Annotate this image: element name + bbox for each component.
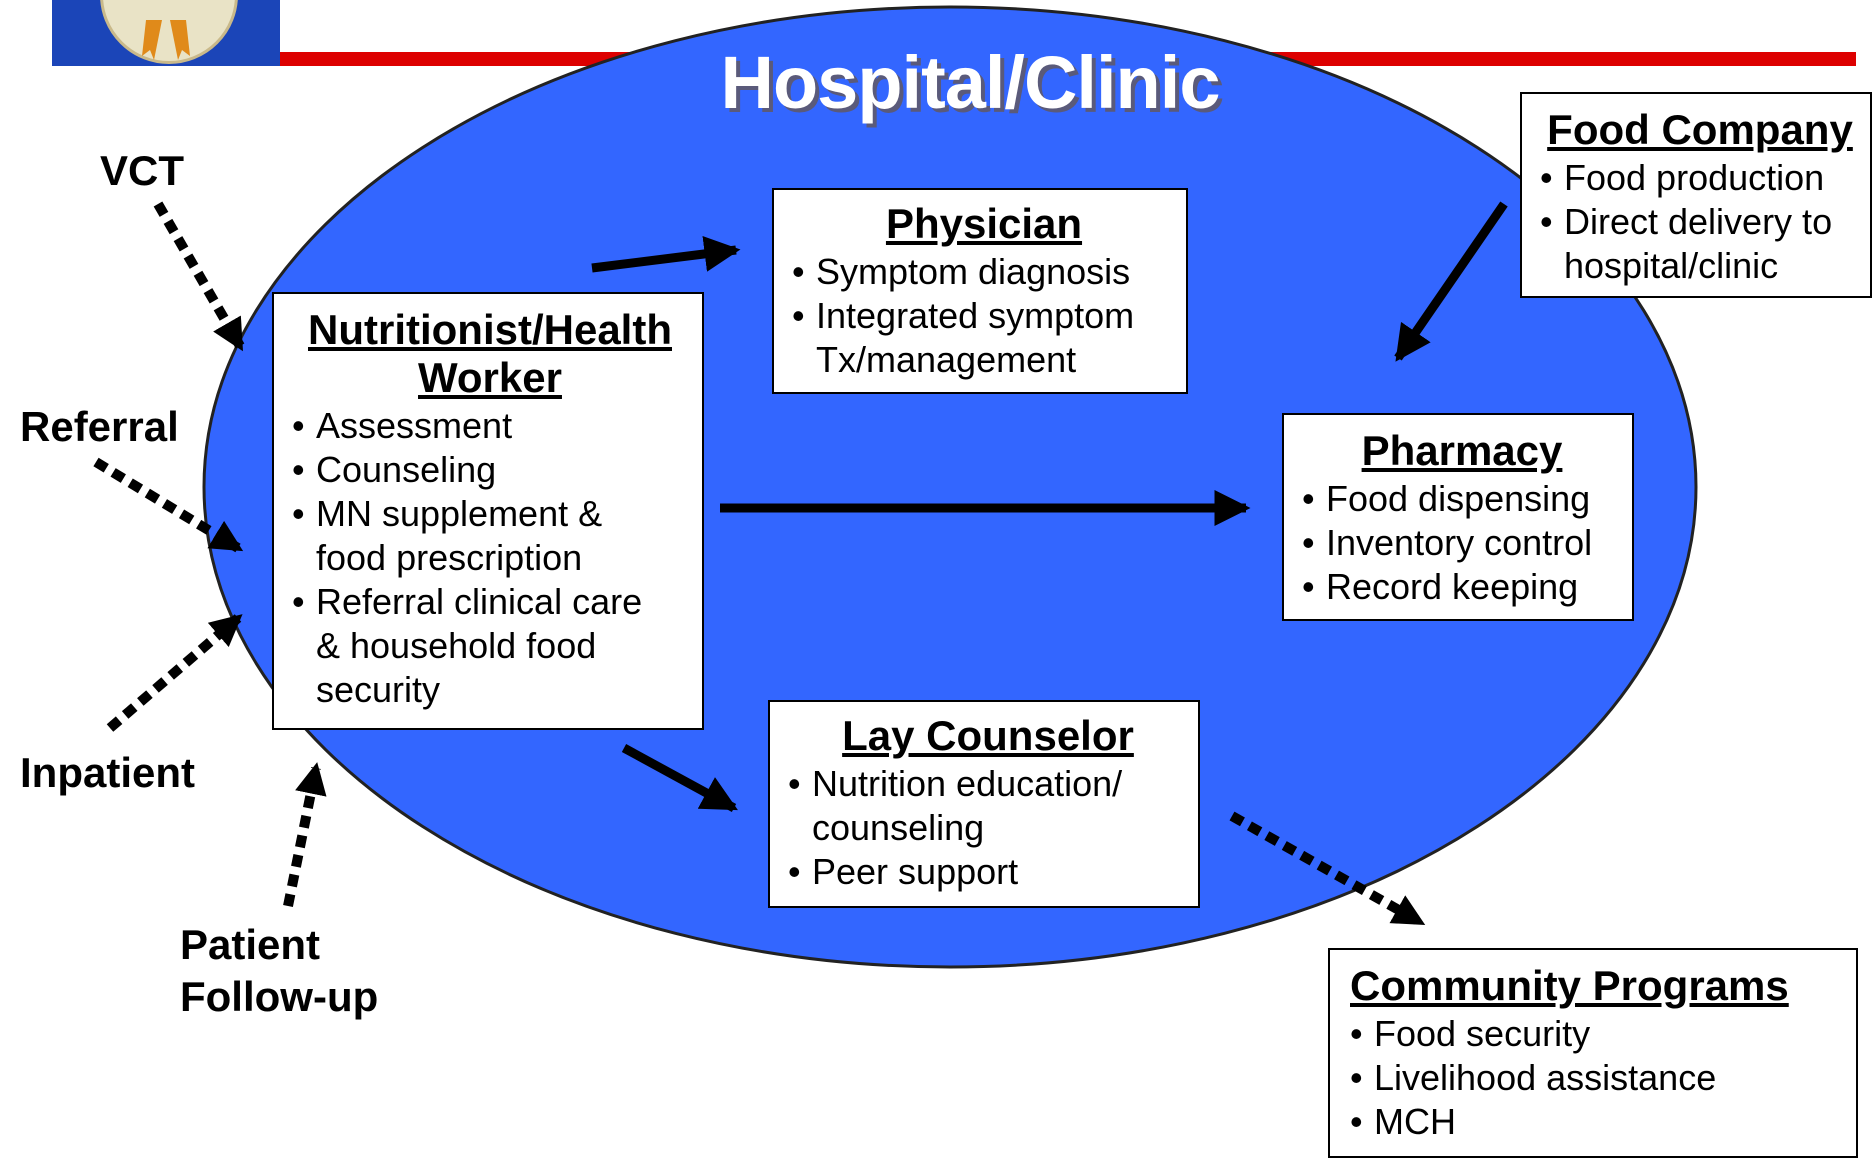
nutritionist-item: Referral clinical care & household food …: [292, 580, 676, 712]
nutritionist-box: Nutritionist/Health Worker Assessment Co…: [272, 292, 704, 730]
food-company-item: Food production: [1540, 156, 1860, 200]
community-programs-item: MCH: [1350, 1100, 1846, 1144]
community-programs-list: Food security Livelihood assistance MCH: [1350, 1012, 1846, 1144]
vct-label: VCT: [100, 147, 184, 194]
nutritionist-item: Counseling: [292, 448, 688, 492]
physician-item: Symptom diagnosis: [792, 250, 1176, 294]
community-programs-item: Livelihood assistance: [1350, 1056, 1846, 1100]
logo: [52, 0, 280, 66]
lay-counselor-box: Lay Counselor Nutrition education/ couns…: [768, 700, 1200, 908]
physician-item: Integrated symptom Tx/management: [792, 294, 1156, 382]
lay-counselor-list: Nutrition education/ counseling Peer sup…: [788, 762, 1188, 894]
food-company-title: Food Company: [1547, 106, 1853, 153]
pharmacy-list: Food dispensing Inventory control Record…: [1302, 477, 1622, 609]
physician-title: Physician: [885, 200, 1083, 247]
community-programs-title: Community Programs: [1350, 962, 1789, 1009]
patient-follow-up-label-line2: Follow-up: [180, 973, 379, 1020]
pharmacy-box: Pharmacy Food dispensing Inventory contr…: [1282, 413, 1634, 621]
inpatient-label: Inpatient: [20, 749, 195, 796]
community-programs-item: Food security: [1350, 1012, 1846, 1056]
pharmacy-title: Pharmacy: [1361, 427, 1563, 474]
physician-box: Physician Symptom diagnosis Integrated s…: [772, 188, 1188, 394]
pharmacy-item: Record keeping: [1302, 565, 1622, 609]
nutritionist-item: MN supplement & food prescription: [292, 492, 616, 580]
logo-ribbon-icon: [142, 20, 190, 60]
pharmacy-item: Food dispensing: [1302, 477, 1622, 521]
lay-counselor-item: Nutrition education/ counseling: [788, 762, 1152, 850]
nutritionist-title-line1: Nutritionist/Health: [308, 306, 672, 353]
nutritionist-title-line2: Worker: [418, 354, 562, 401]
lay-counselor-title: Lay Counselor: [842, 712, 1134, 759]
nutritionist-list: Assessment Counseling MN supplement & fo…: [292, 404, 688, 712]
community-programs-box: Community Programs Food security Livelih…: [1328, 948, 1858, 1158]
food-company-list: Food production Direct delivery to hospi…: [1540, 156, 1860, 288]
lay-counselor-item: Peer support: [788, 850, 1188, 894]
patient-follow-up-label-line1: Patient: [180, 921, 321, 968]
nutritionist-item: Assessment: [292, 404, 688, 448]
food-company-item: Direct delivery to hospital/clinic: [1540, 200, 1864, 288]
hospital-clinic-title: Hospital/Clinic: [720, 41, 1221, 124]
pharmacy-item: Inventory control: [1302, 521, 1622, 565]
referral-label: Referral: [20, 403, 179, 450]
food-company-box: Food Company Food production Direct deli…: [1520, 92, 1872, 298]
physician-list: Symptom diagnosis Integrated symptom Tx/…: [792, 250, 1176, 382]
